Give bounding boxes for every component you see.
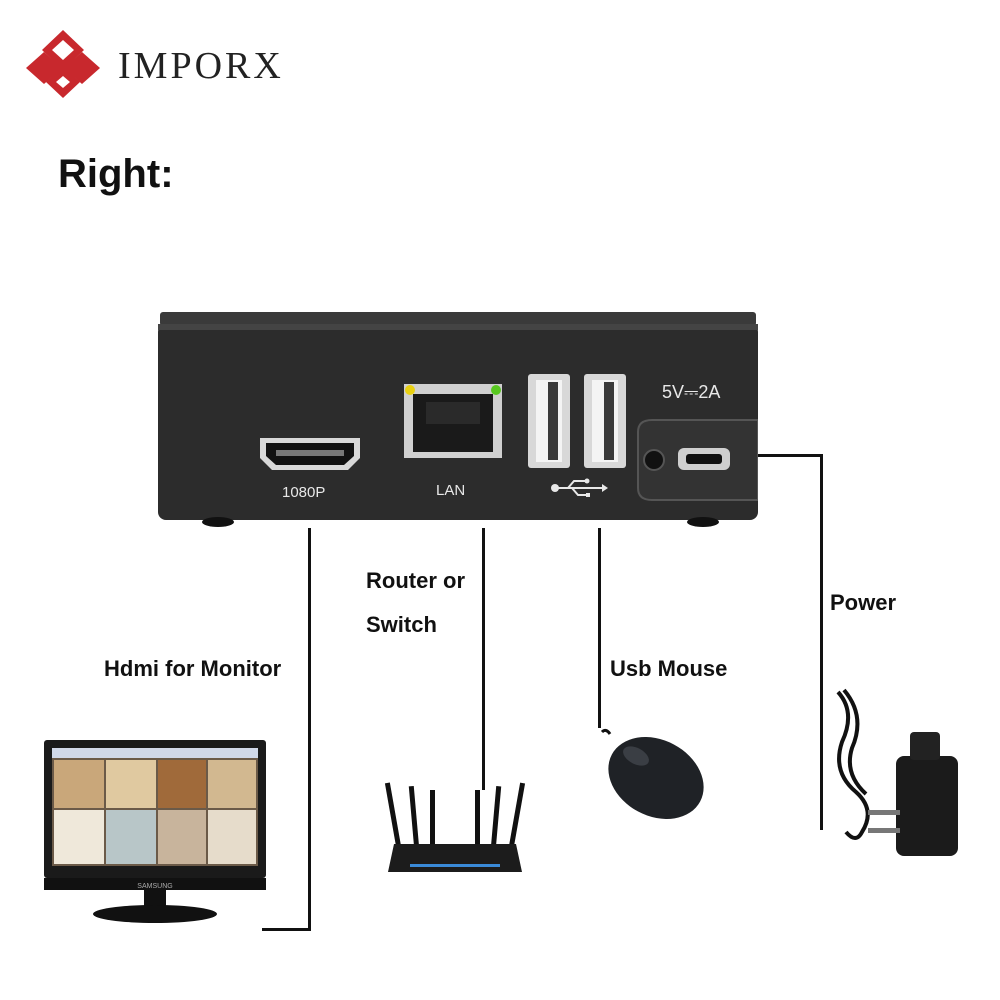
router-connection-label-line2: Switch xyxy=(366,612,437,637)
power-connection-label: Power xyxy=(830,590,897,615)
monitor-image: SAMSUNG xyxy=(44,740,266,923)
hdmi-line-vertical xyxy=(308,528,311,931)
mouse-image xyxy=(600,728,704,819)
lan-port-label: LAN xyxy=(436,482,466,499)
mini-pc-device: 1080P LAN 5V⎓2A xyxy=(158,312,758,528)
lan-line xyxy=(482,528,485,790)
power-line-horizontal xyxy=(758,454,822,457)
power-line-vertical xyxy=(820,454,823,830)
hdmi-port-label: 1080P xyxy=(282,484,326,501)
router-image xyxy=(384,782,526,872)
page-heading: Right: xyxy=(58,152,174,196)
monitor-brand: SAMSUNG xyxy=(137,883,172,890)
router-connection-label-line1: Router or xyxy=(366,568,465,593)
brand-name: IMPORX xyxy=(118,45,284,87)
usb-line xyxy=(598,528,601,728)
usb-symbol-icon xyxy=(551,478,608,497)
power-rating-label: 5V⎓2A xyxy=(662,382,721,402)
hdmi-line-horizontal xyxy=(262,928,311,931)
power-adapter-image xyxy=(836,688,958,856)
hdmi-connection-label: Hdmi for Monitor xyxy=(104,656,282,681)
usb-connection-label: Usb Mouse xyxy=(610,656,728,681)
imporx-logo xyxy=(26,30,100,98)
